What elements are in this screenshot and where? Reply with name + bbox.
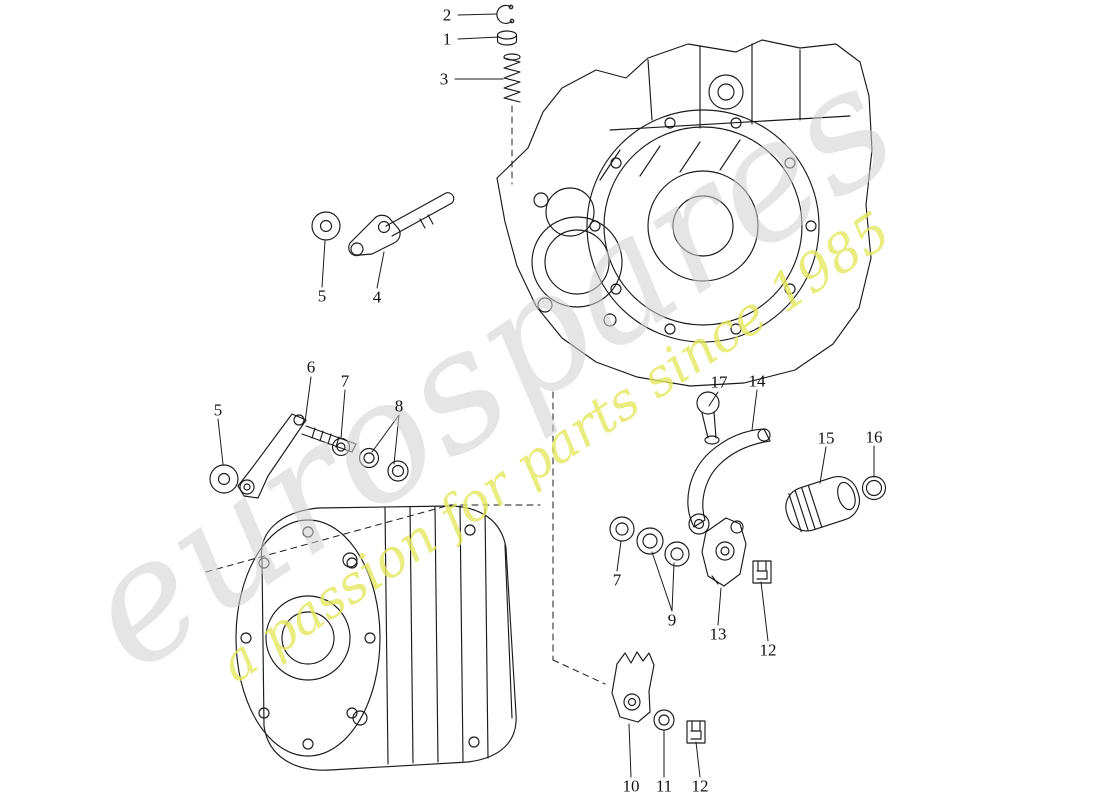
- part-label-10: 10: [622, 776, 640, 796]
- part-label-12-middle: 12: [759, 640, 777, 660]
- part-label-5-upper: 5: [317, 286, 327, 306]
- part-label-17: 17: [710, 372, 728, 392]
- watermark: eurospares a passion for parts since 198…: [48, 28, 928, 708]
- watermark-brand-text: eurospares: [48, 28, 928, 708]
- part-label-1: 1: [442, 29, 452, 49]
- part-label-16: 16: [865, 427, 883, 447]
- part-label-7-middle: 7: [612, 570, 622, 590]
- part-label-5-left: 5: [213, 400, 223, 420]
- part-label-3: 3: [439, 69, 449, 89]
- part-label-4: 4: [372, 287, 382, 307]
- leader-lines: [217, 13, 875, 778]
- part-label-12-bottom: 12: [691, 776, 709, 796]
- part-label-6: 6: [306, 357, 316, 377]
- part-label-9: 9: [667, 610, 677, 630]
- part-label-8: 8: [394, 396, 404, 416]
- transmission-housing-drawing: [496, 39, 873, 387]
- construction-dashed-lines: [205, 105, 606, 685]
- small-parts-drawing: [209, 4, 887, 744]
- part-label-13: 13: [709, 624, 727, 644]
- part-label-11: 11: [655, 776, 673, 796]
- part-label-7-left: 7: [340, 371, 350, 391]
- gear-case-drawing: [235, 505, 517, 771]
- part-label-14: 14: [748, 371, 766, 391]
- part-label-2: 2: [442, 5, 452, 25]
- part-label-15: 15: [817, 428, 835, 448]
- line-art: [205, 4, 887, 778]
